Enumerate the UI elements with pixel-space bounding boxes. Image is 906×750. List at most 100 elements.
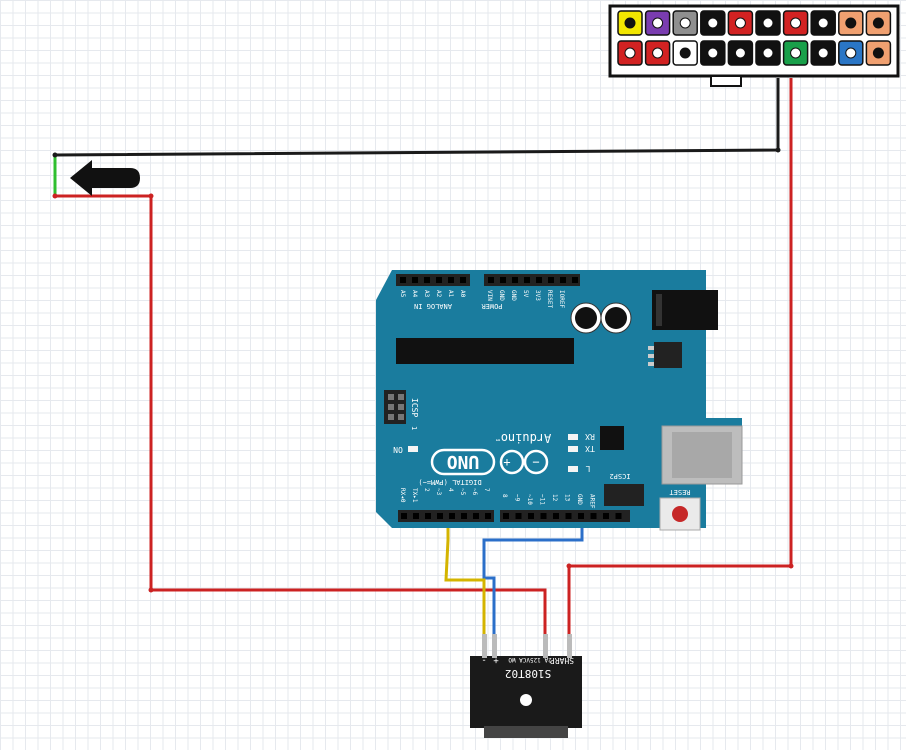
- digital-pin-label: ~6: [471, 488, 478, 496]
- power-pin-label: IOREF: [558, 290, 565, 308]
- icsp-pin: [388, 394, 394, 400]
- atx-pin-top-3: [672, 10, 698, 36]
- digital-pin-label: 4: [447, 488, 454, 492]
- power-header-hole: [524, 277, 530, 283]
- power-header-hole: [488, 277, 494, 283]
- power-pin-label: VIN: [486, 290, 493, 301]
- black-wire: [54, 78, 780, 157]
- analog-pin-label: A4: [411, 290, 418, 298]
- atx-pin-bottom-10: [865, 40, 892, 66]
- digital-high-header-hole: [503, 513, 509, 519]
- atx-pin-bottom-3: [672, 40, 698, 66]
- analog-header-hole: [400, 277, 406, 283]
- digital-pin-label: 7: [483, 488, 490, 492]
- analog-pin-label: A0: [459, 290, 466, 298]
- atx-pin-top-2: [644, 10, 671, 36]
- digital-pin-label: 12: [551, 494, 558, 502]
- digital-high-header-hole: [528, 513, 534, 519]
- analog-pin-label: A2: [435, 290, 442, 298]
- digital-pin-label: AREF: [589, 494, 596, 509]
- power-header-hole: [500, 277, 506, 283]
- digital-pin-label: TX▸1: [411, 488, 418, 503]
- icsp-pin1-label: 1: [410, 426, 418, 430]
- digital-high-header-hole: [515, 513, 522, 519]
- relay-brand: SHARP: [550, 656, 574, 665]
- analog-pin-label: A1: [447, 290, 454, 298]
- sharp-ssr-relay: - + SHARP 2A 125VCA WO S108T02: [470, 634, 582, 738]
- atx-pin-top-8: [810, 10, 836, 36]
- arduino-tm: ™: [496, 434, 500, 442]
- atx-pin-bottom-7: [782, 40, 809, 66]
- icsp-pin: [398, 404, 404, 410]
- svg-text:+: +: [503, 455, 510, 469]
- digital-pin-label: 8: [501, 494, 508, 498]
- analog-header-hole: [448, 277, 454, 283]
- power-pin-label: RESET: [546, 290, 553, 308]
- digital-pin-label: ~5: [459, 488, 466, 496]
- digital-low-header-hole: [485, 513, 491, 519]
- power-pin-label: 5V: [522, 290, 529, 298]
- analog-pin-label: A5: [399, 290, 406, 298]
- digital-low-header-hole: [473, 513, 479, 519]
- power-header-hole: [572, 277, 578, 283]
- arduino-logo-text: Arduino: [501, 431, 552, 445]
- atx-pin-top-4: [700, 10, 726, 36]
- power-header-hole: [560, 277, 566, 283]
- power-label: POWER: [481, 302, 503, 310]
- icsp-pin: [398, 414, 404, 420]
- icsp2-label: ICSP2: [609, 472, 630, 480]
- relay-plus: +: [493, 655, 499, 665]
- digital-pin-label: RX◂0: [399, 488, 406, 503]
- digital-low-header-hole: [413, 513, 419, 519]
- tx-label: TX: [585, 444, 595, 453]
- arduino-model-label: UNO: [447, 451, 480, 472]
- reset-label: RESET: [669, 488, 691, 496]
- atx-pin-bottom-6: [755, 40, 781, 66]
- digital-pin-label: ~10: [526, 494, 533, 505]
- blue-wire-gnd: [482, 520, 584, 634]
- atx-pin-bottom-5: [727, 40, 754, 66]
- digital-low-header-hole: [449, 513, 455, 519]
- analog-label: ANALOG IN: [414, 302, 452, 310]
- atx-pin-top-9: [838, 10, 864, 36]
- atx-pin-top-7: [782, 10, 809, 36]
- power-header-hole: [536, 277, 542, 283]
- icsp-label: ICSP: [410, 398, 419, 417]
- digital-low-header-hole: [437, 513, 443, 519]
- atx-pin-top-1: [617, 10, 643, 36]
- power-header-hole: [548, 277, 554, 283]
- atx-pin-bottom-4: [700, 40, 726, 66]
- arduino-uno-board: + − UNO Arduino ™ ANALOG IN POWER DIGITA…: [376, 270, 743, 531]
- atx-pin-top-10: [865, 10, 892, 36]
- digital-high-header-hole: [578, 513, 584, 519]
- l-label: L: [585, 464, 590, 473]
- atx-pin-bottom-2: [644, 40, 671, 66]
- analog-header-hole: [424, 277, 430, 283]
- digital-pin-label: ~3: [435, 488, 442, 496]
- analog-header-hole: [436, 277, 442, 283]
- atx-power-connector: [608, 4, 900, 87]
- digital-low-header-hole: [425, 513, 431, 519]
- power-pin-label: GND: [510, 290, 517, 301]
- digital-pin-label: GND: [576, 494, 583, 505]
- atx-pin-top-6: [755, 10, 781, 36]
- digital-high-header-hole: [590, 513, 597, 519]
- yellow-wire-pin4: [444, 520, 486, 634]
- digital-high-header-hole: [540, 513, 547, 519]
- digital-high-header-hole: [603, 513, 609, 519]
- icsp-pin: [388, 414, 394, 420]
- digital-high-header-hole: [565, 513, 572, 519]
- atx-pin-bottom-8: [810, 40, 836, 66]
- atx-pin-bottom-1: [617, 40, 643, 66]
- switch-arrow-icon: [70, 160, 140, 196]
- rx-label: RX: [585, 432, 595, 441]
- on-label: ON: [393, 445, 403, 454]
- analog-header-hole: [412, 277, 418, 283]
- atx-pin-top-5: [727, 10, 754, 36]
- power-header-hole: [512, 277, 518, 283]
- atx-pin-bottom-9: [838, 40, 864, 66]
- digital-low-header-hole: [461, 513, 467, 519]
- digital-pin-label: ~11: [539, 494, 546, 505]
- relay-model: S108T02: [505, 667, 551, 680]
